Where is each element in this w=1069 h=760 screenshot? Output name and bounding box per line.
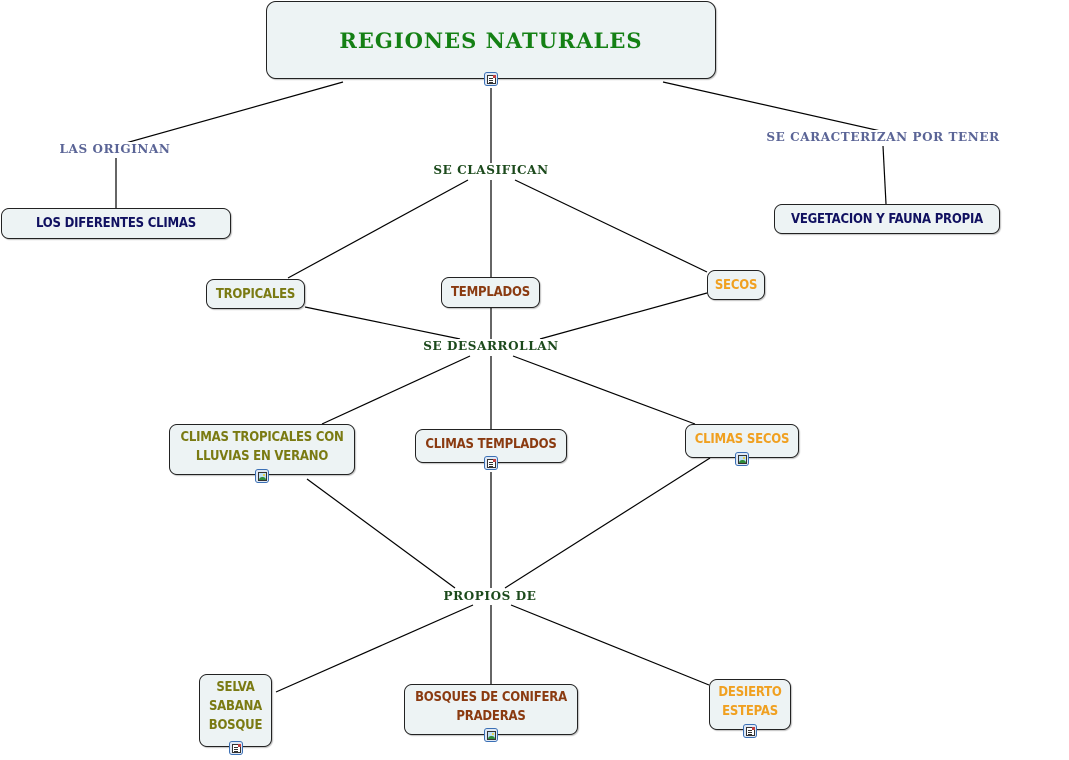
link-propios-desierto bbox=[510, 604, 710, 686]
concept-secos[interactable]: SECOS bbox=[707, 270, 765, 300]
image-icon[interactable] bbox=[255, 469, 269, 483]
image-icon[interactable] bbox=[735, 452, 749, 466]
concept-desierto-estepas[interactable]: DESIERTO ESTEPAS bbox=[709, 679, 791, 730]
concept-climas-tropicales[interactable]: CLIMAS TROPICALES CON LLUVIAS EN VERANO bbox=[169, 424, 355, 475]
linking-phrase-caracterizan: SE CARACTERIZAN POR TENER bbox=[764, 130, 1002, 144]
root-concept-title: REGIONES NATURALES bbox=[339, 27, 643, 53]
link-clasifican-secos bbox=[514, 179, 708, 273]
link-secos-desarrollan bbox=[539, 292, 708, 340]
link-tropicales-desarrollan bbox=[304, 306, 461, 340]
linking-phrase-originan: LAS ORIGINAN bbox=[57, 142, 173, 156]
link-desarrollan-climas-secos bbox=[512, 355, 696, 425]
concept-selva-sabana-bosque[interactable]: SELVA SABANA BOSQUE bbox=[199, 674, 272, 747]
link-caracterizan-vegetacion bbox=[882, 145, 887, 205]
link-clasifican-tropicales bbox=[287, 179, 469, 279]
image-icon[interactable] bbox=[484, 728, 498, 742]
link-climas-tropicales-propios bbox=[306, 478, 456, 589]
note-image-icon[interactable] bbox=[484, 456, 498, 470]
concept-vegetacion-fauna[interactable]: VEGETACION Y FAUNA PROPIA bbox=[774, 204, 1000, 234]
note-image-icon[interactable] bbox=[484, 72, 498, 86]
concept-tropicales[interactable]: TROPICALES bbox=[206, 279, 305, 309]
linking-phrase-desarrollan: SE DESARROLLAN bbox=[421, 339, 561, 353]
link-title-originan bbox=[114, 81, 344, 147]
link-climas-secos-propios bbox=[504, 457, 711, 589]
link-propios-selva bbox=[275, 604, 474, 693]
concept-los-diferentes-climas[interactable]: LOS DIFERENTES CLIMAS bbox=[1, 208, 231, 239]
root-concept-box[interactable]: REGIONES NATURALES bbox=[266, 1, 716, 79]
concept-templados[interactable]: TEMPLADOS bbox=[441, 277, 540, 308]
linking-phrase-clasifican: SE CLASIFICAN bbox=[431, 163, 551, 177]
note-image-icon[interactable] bbox=[743, 724, 757, 738]
link-title-caracterizan bbox=[662, 81, 886, 133]
linking-phrase-propios: PROPIOS DE bbox=[441, 589, 539, 603]
link-desarrollan-climas-tropicales bbox=[321, 355, 471, 425]
note-image-icon[interactable] bbox=[229, 741, 243, 755]
